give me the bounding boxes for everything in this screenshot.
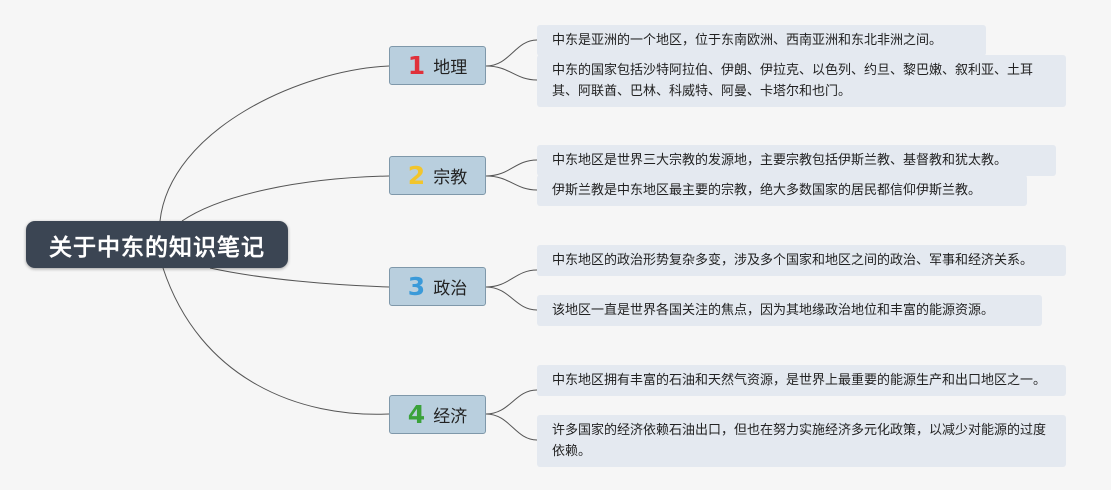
topic-number-1: 1: [407, 51, 426, 80]
topic-1-to-note-2: [485, 65, 538, 81]
topic-politics[interactable]: 3 政治: [389, 267, 486, 306]
topic-geography[interactable]: 1 地理: [389, 46, 486, 85]
root-to-topic-3: [209, 267, 390, 288]
note-economy-1[interactable]: 中东地区拥有丰富的石油和天然气资源，是世界上最重要的能源生产和出口地区之一。: [537, 365, 1066, 396]
topic-4-to-note-2: [485, 413, 538, 441]
topic-number-4: 4: [407, 400, 426, 429]
topic-label: 宗教: [433, 168, 468, 188]
note-geography-1[interactable]: 中东是亚洲的一个地区，位于东南欧洲、西南亚洲和东北非洲之间。: [537, 25, 986, 56]
topic-3-to-note-1: [485, 269, 538, 288]
topic-1-to-note-1: [485, 39, 538, 67]
topic-label: 政治: [433, 279, 468, 299]
topic-4-to-note-1: [485, 389, 538, 415]
root-to-topic-1: [159, 65, 390, 222]
topic-3-to-note-2: [485, 286, 538, 311]
topic-number-3: 3: [407, 272, 426, 301]
topic-2-to-note-2: [485, 175, 538, 191]
topic-label: 地理: [433, 58, 468, 78]
note-economy-2[interactable]: 许多国家的经济依赖石油出口，但也在努力实施经济多元化政策，以减少对能源的过度依赖…: [537, 415, 1066, 467]
note-religion-2[interactable]: 伊斯兰教是中东地区最主要的宗教，绝大多数国家的居民都信仰伊斯兰教。: [537, 175, 1027, 206]
root-to-topic-2: [181, 175, 390, 222]
topic-label: 经济: [433, 407, 468, 427]
note-geography-2[interactable]: 中东的国家包括沙特阿拉伯、伊朗、伊拉克、以色列、约旦、黎巴嫩、叙利亚、土耳其、阿…: [537, 55, 1066, 107]
topic-2-to-note-1: [485, 159, 538, 177]
root-to-topic-4: [162, 267, 390, 415]
topic-economy[interactable]: 4 经济: [389, 395, 486, 434]
topic-number-2: 2: [407, 161, 426, 190]
topic-religion[interactable]: 2 宗教: [389, 156, 486, 195]
note-politics-2[interactable]: 该地区一直是世界各国关注的焦点，因为其地缘政治地位和丰富的能源资源。: [537, 295, 1042, 326]
note-politics-1[interactable]: 中东地区的政治形势复杂多变，涉及多个国家和地区之间的政治、军事和经济关系。: [537, 245, 1066, 276]
root-topic[interactable]: 关于中东的知识笔记: [26, 221, 288, 268]
note-religion-1[interactable]: 中东地区是世界三大宗教的发源地，主要宗教包括伊斯兰教、基督教和犹太教。: [537, 145, 1056, 176]
